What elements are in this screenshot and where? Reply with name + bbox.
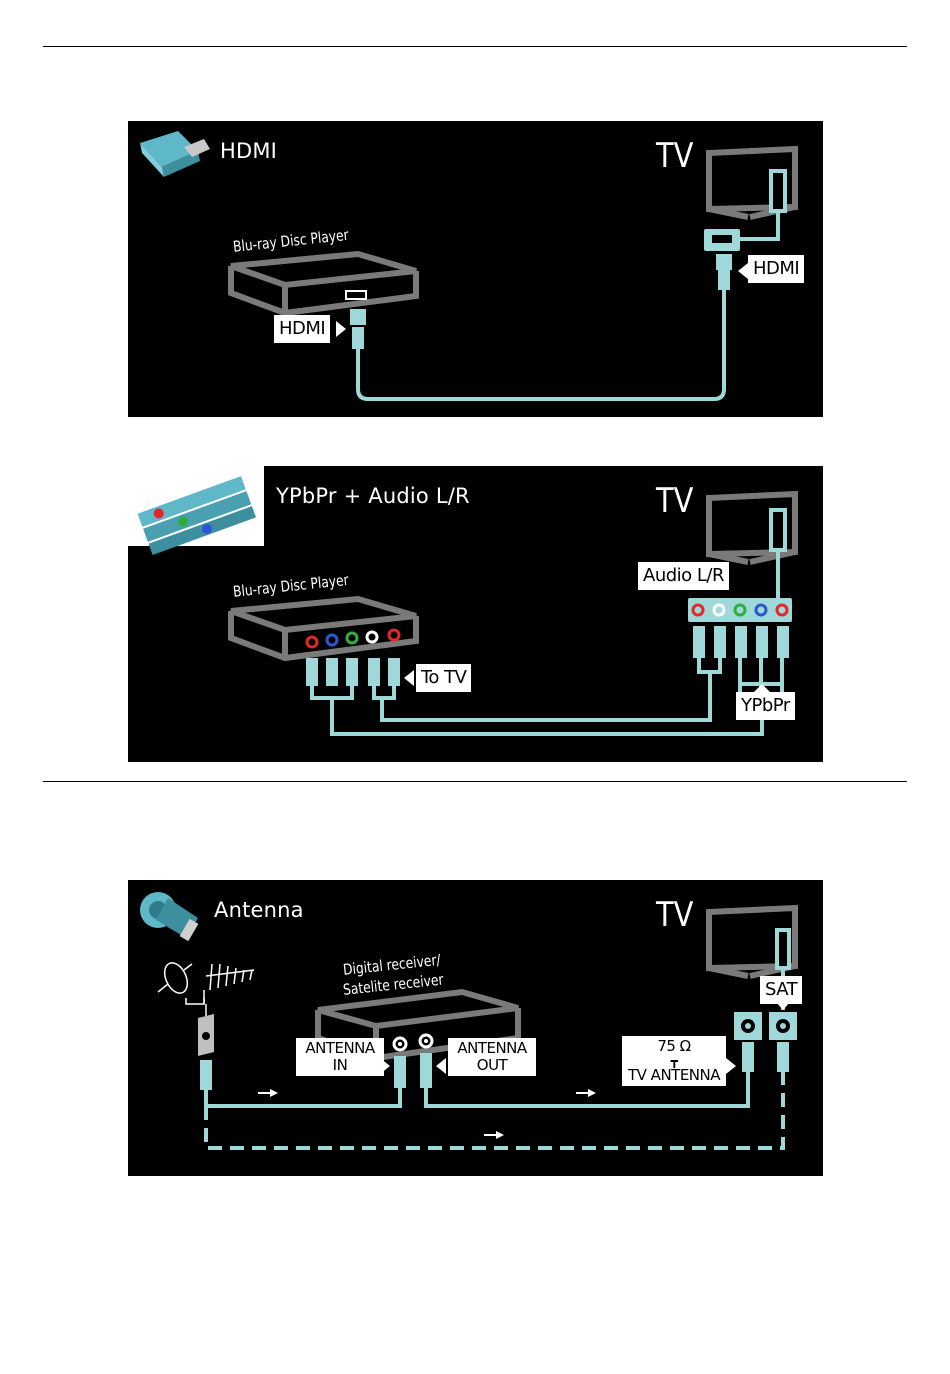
hdmi-plug-icon [140,131,210,177]
pointer-arrow [738,263,748,279]
antenna-out-line1: ANTENNA [452,1040,532,1057]
antenna-out-line2: OUT [452,1057,532,1074]
pointer-arrow [726,1058,736,1074]
antenna-in-line1: ANTENNA [300,1040,380,1057]
coax-plug-icon [140,892,198,941]
audio-lr-tag: Audio L/R [638,562,729,590]
rca-plugs-icon [128,466,264,555]
section-rule [43,781,907,782]
component-cables [312,658,782,734]
tv-antenna-port [777,930,789,968]
ypbpr-diagram [128,466,823,762]
ypbpr-tag: YPbPr [736,692,795,720]
tv-antenna-label: TV ANTENNA [626,1067,722,1084]
wall-socket [198,1014,214,1056]
device-hdmi-port [346,291,366,299]
tv-hdmi-tag: HDMI [748,255,804,283]
tv-label: TV [656,481,693,521]
antenna-in-line2: IN [300,1057,380,1074]
antenna-diagram [128,880,823,1176]
antenna-in-tag: ANTENNA IN [296,1038,384,1076]
tv-label: TV [656,136,693,176]
bluray-player-box [231,254,416,313]
aerial-antenna-icon [186,964,254,1004]
antenna-panel-title: Antenna [214,898,304,922]
tv-label: TV [656,895,693,935]
to-tv-tag: To TV [416,664,471,692]
hdmi-panel-title: HDMI [220,139,277,163]
pointer-arrow [436,1058,446,1074]
device-rca-plugs [306,658,400,686]
bluray-player-box [231,599,416,658]
hdmi-cable [358,287,724,399]
pointer-arrow [336,321,346,337]
tv-input-port [771,510,785,550]
hdmi-plug-device [350,309,366,349]
top-rule [43,46,907,47]
ohm-label: 75 Ω [626,1038,722,1055]
pointer-arrow [404,670,414,686]
hdmi-plug-tv [716,254,732,290]
tv-coax-jacks [734,1012,797,1040]
device-hdmi-tag: HDMI [274,315,330,343]
hdmi-connection-panel: HDMI TV Blu-ray Disc Player HDMI HDMI [128,121,823,417]
antenna-out-tag: ANTENNA OUT [448,1038,536,1076]
antenna-connection-panel: Antenna TV Digital receiver/ Satelite re… [128,880,823,1176]
satellite-dish-icon [158,959,192,996]
ypbpr-panel-title: YPbPr + Audio L/R [276,484,470,508]
hdmi-diagram [128,121,823,417]
tv-rca-plugs [693,626,789,658]
ypbpr-connection-panel: YPbPr + Audio L/R TV Blu-ray Disc Player… [128,466,823,762]
tv-antenna-tag: 75 Ω ┳ TV ANTENNA [622,1036,726,1086]
sat-tag: SAT [760,976,802,1004]
